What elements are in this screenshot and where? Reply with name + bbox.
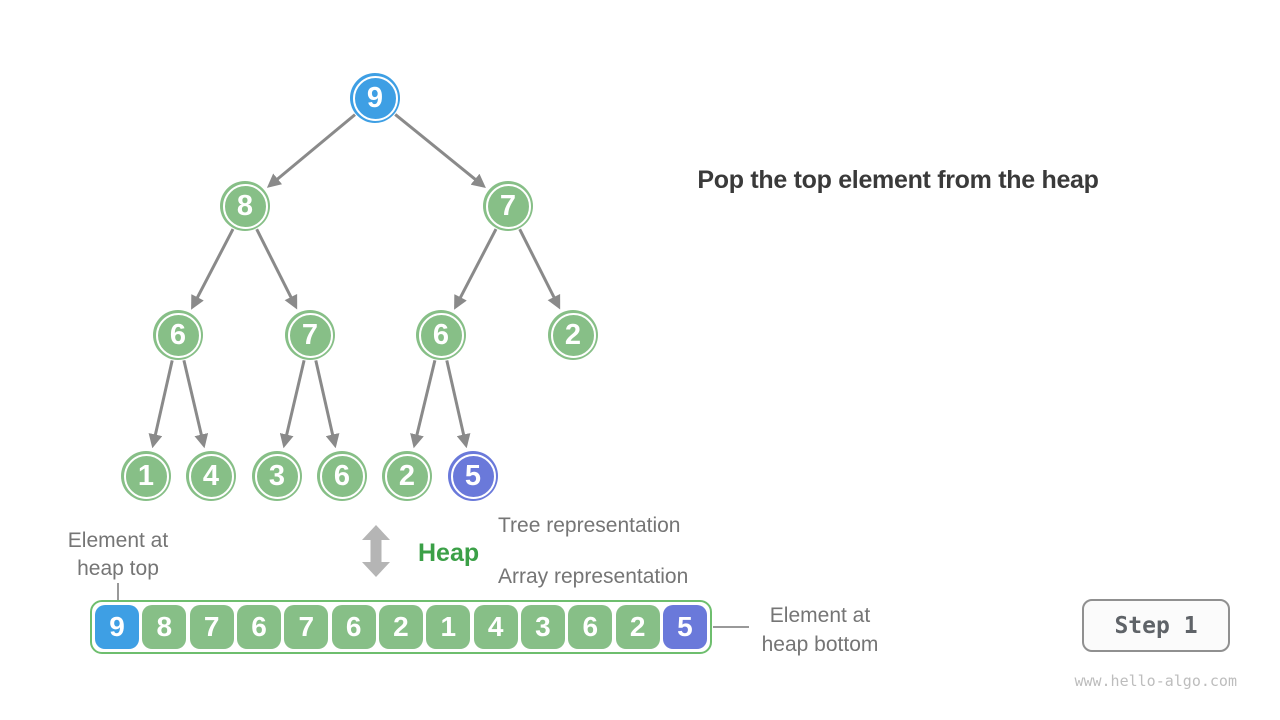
array-representation-label: Array representation (498, 565, 689, 588)
tree-node-10: 6 (317, 451, 367, 501)
tree-node-2: 7 (483, 181, 533, 231)
watermark: www.hello-algo.com (1074, 672, 1237, 690)
tree-node-0: 9 (350, 73, 400, 123)
tree-node-11: 2 (382, 451, 432, 501)
element-at-heap-top-line2: heap top (77, 557, 159, 580)
tree-node-7: 1 (121, 451, 171, 501)
array-cell-12: 5 (662, 605, 707, 649)
array-cell-11: 2 (615, 605, 660, 649)
tree-edge (518, 228, 561, 310)
tree-edge (394, 113, 486, 189)
tree-edge (182, 359, 209, 449)
tree-edge (266, 113, 356, 188)
array-cell-6: 2 (378, 605, 423, 649)
tree-edge (314, 360, 340, 449)
tree-edge (445, 360, 471, 449)
array-cell-1: 8 (142, 605, 187, 649)
heap-bottom-pointer-line (713, 626, 749, 628)
tree-node-1: 8 (220, 181, 270, 231)
array-cell-2: 7 (189, 605, 234, 649)
element-at-heap-top-label: Element at heap top (58, 527, 178, 583)
tree-edge (410, 359, 437, 449)
tree-node-4: 7 (285, 310, 335, 360)
array-cell-3: 6 (236, 605, 281, 649)
array-cell-10: 6 (568, 605, 613, 649)
array-cell-7: 1 (426, 605, 471, 649)
tree-node-9: 3 (252, 451, 302, 501)
element-at-heap-bottom-line2: heap bottom (761, 633, 879, 656)
tree-node-8: 4 (186, 451, 236, 501)
tree-node-12: 5 (448, 451, 498, 501)
tree-node-3: 6 (153, 310, 203, 360)
array-cell-9: 3 (520, 605, 565, 649)
tree-edge (279, 359, 306, 449)
tree-edge (255, 228, 298, 310)
element-at-heap-bottom-label: Element at heap bottom (752, 601, 888, 659)
tree-representation-label: Tree representation (498, 514, 681, 537)
array-cell-4: 7 (284, 605, 329, 649)
array-cell-8: 4 (473, 605, 518, 649)
up-down-arrow-icon (362, 525, 390, 577)
heap-label: Heap (418, 539, 480, 567)
step-button[interactable]: Step 1 (1082, 599, 1230, 652)
tree-node-5: 6 (416, 310, 466, 360)
diagram-title: Pop the top element from the heap (697, 166, 1099, 194)
array-cell-0: 9 (95, 605, 139, 649)
tree-edge (148, 360, 174, 449)
tree-edge (454, 228, 498, 310)
array-cell-5: 6 (331, 605, 376, 649)
element-at-heap-bottom-line1: Element at (769, 604, 871, 627)
element-at-heap-top-line1: Element at (67, 529, 169, 552)
heap-top-pointer-line (117, 583, 119, 601)
tree-node-6: 2 (548, 310, 598, 360)
tree-edge (191, 228, 235, 310)
